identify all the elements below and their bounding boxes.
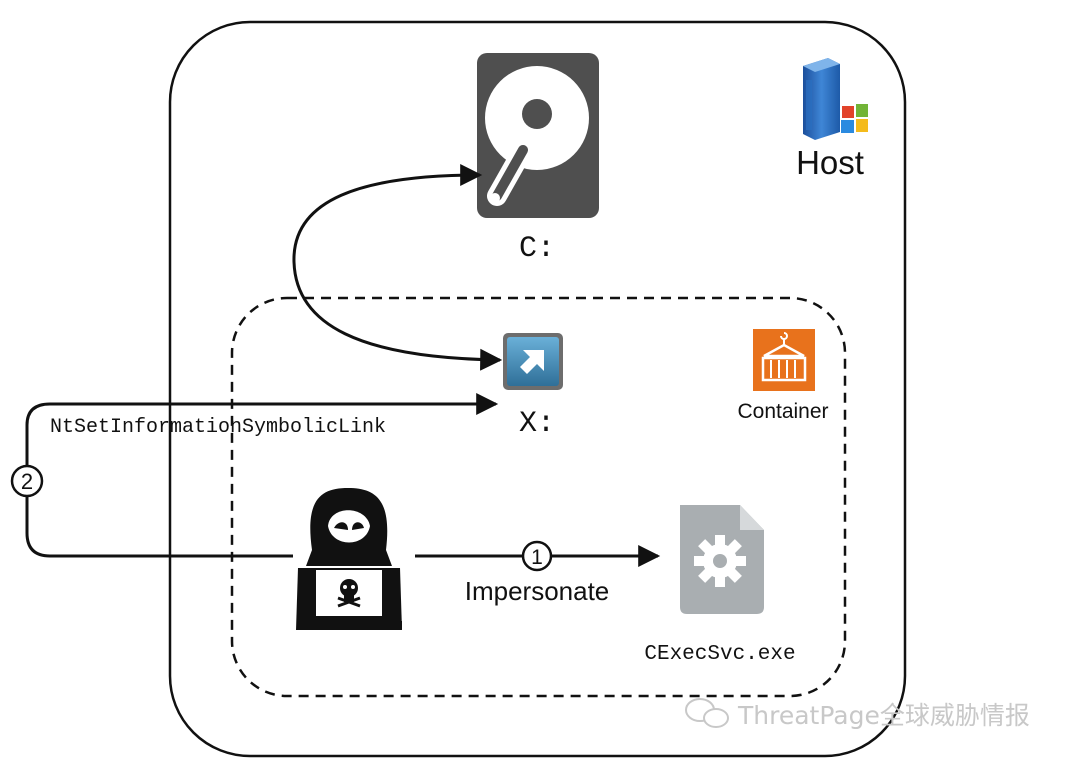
- symbolic-link-shortcut-icon: [503, 333, 563, 390]
- step-2-label: NtSetInformationSymbolicLink: [50, 416, 386, 439]
- host-label: Host: [796, 144, 864, 181]
- container-label: Container: [737, 400, 828, 423]
- step-2-marker: 2: [10, 464, 44, 498]
- container-boundary: [230, 296, 847, 698]
- hooded-hacker-laptop-icon: [296, 488, 402, 630]
- windows-server-icon: [803, 58, 868, 140]
- container-crane-icon: [753, 329, 815, 391]
- drive-c-label: C:: [519, 232, 555, 266]
- step-1-marker: 1: [521, 540, 553, 572]
- drive-x-label: X:: [519, 407, 555, 441]
- wechat-icon: [685, 698, 729, 728]
- symlink-redirect-arrow: [292, 164, 503, 371]
- step-2-number: 2: [21, 469, 33, 494]
- host-boundary: [168, 20, 907, 758]
- step-1-label: Impersonate: [465, 576, 610, 606]
- step-1-number: 1: [531, 546, 543, 569]
- watermark: ThreatPage全球威胁情报: [685, 698, 1030, 730]
- hard-drive-icon: [477, 53, 599, 218]
- exe-label: CExecSvc.exe: [644, 643, 795, 666]
- gear-file-icon: [680, 505, 764, 614]
- watermark-text: ThreatPage全球威胁情报: [737, 701, 1030, 730]
